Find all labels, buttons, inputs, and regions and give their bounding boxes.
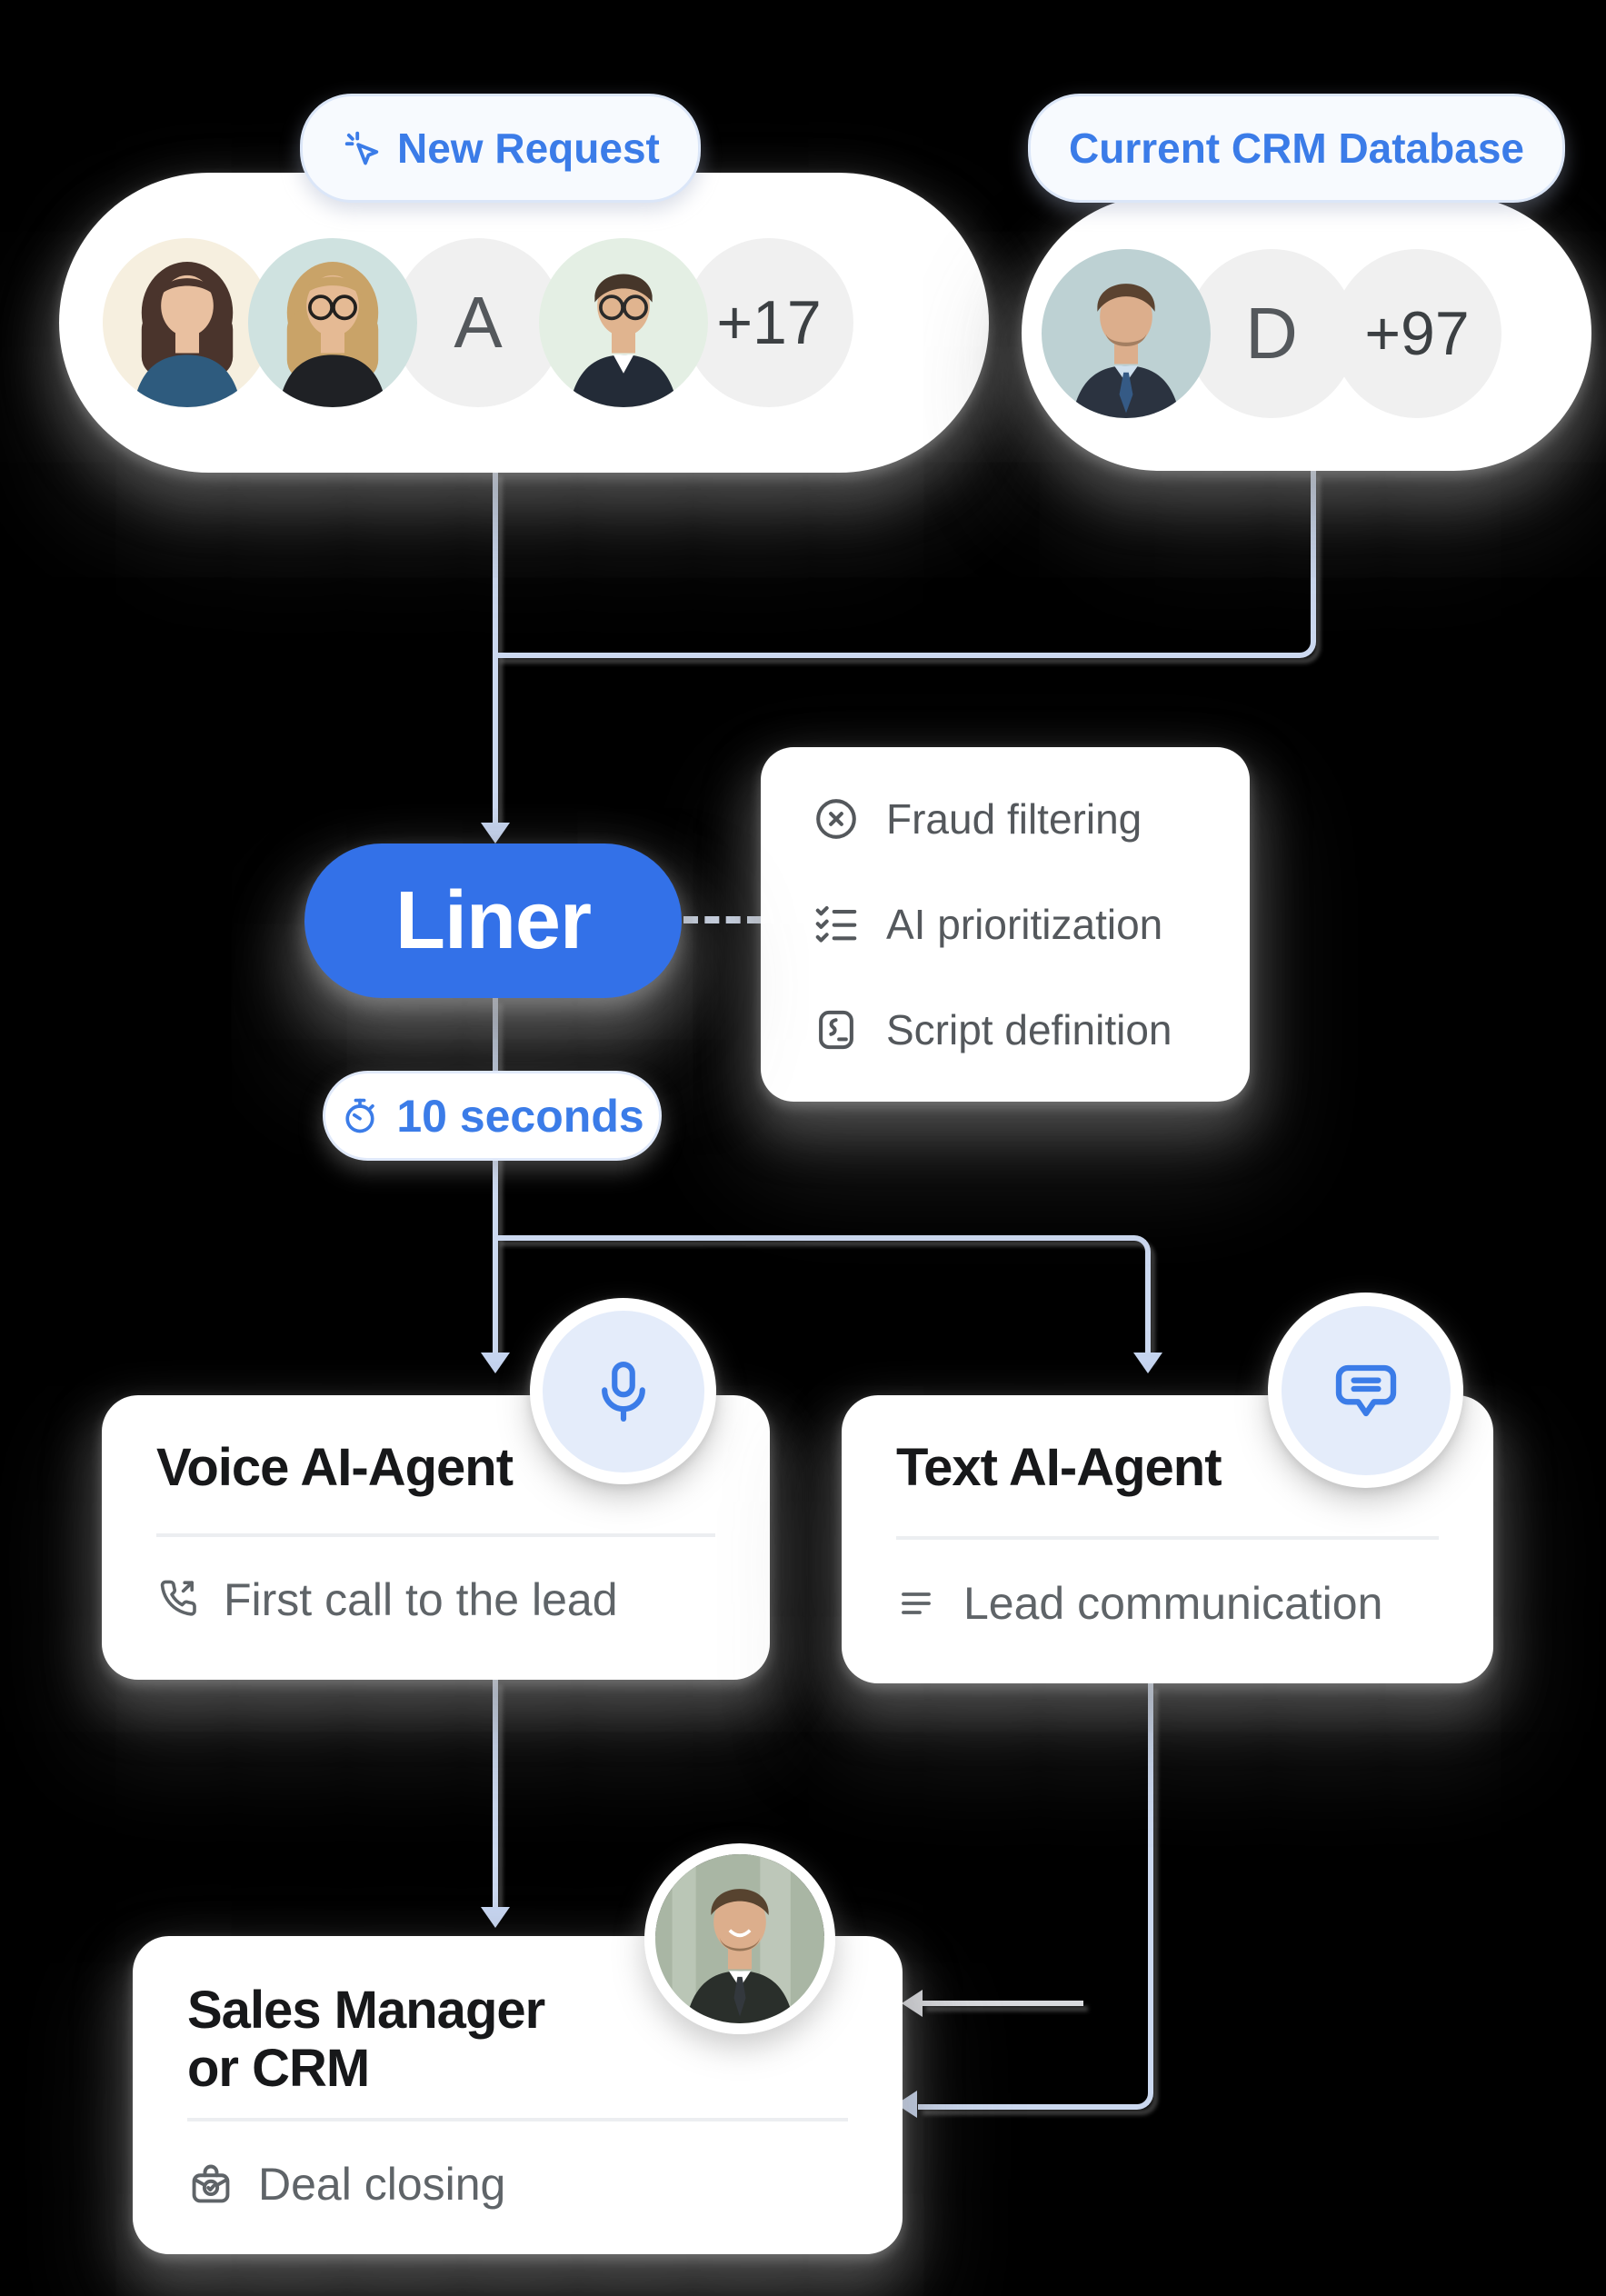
avatar-photo-man-glasses (539, 238, 708, 407)
voice-card-divider (156, 1533, 715, 1537)
arrowhead-into-sales-top (481, 1907, 510, 1928)
plus17-text: +17 (716, 288, 822, 357)
connector-split-to-text (495, 1235, 1151, 1359)
text-lines-icon (902, 1592, 931, 1614)
liner-label: Liner (394, 874, 592, 966)
new-request-label: New Request (397, 125, 660, 172)
connector-into-sales-right-upper (922, 2001, 1083, 2006)
sales-row-label: Deal closing (258, 2159, 506, 2210)
letter-a-text: A (454, 282, 503, 363)
phone-outgoing-icon (160, 1580, 196, 1616)
avatar-photo-man-suit (1042, 248, 1211, 418)
new-request-group: A +17 (59, 173, 989, 473)
voice-agent-title: Voice AI-Agent (156, 1438, 514, 1497)
avatar-photo-woman-blonde-glasses (248, 238, 417, 407)
sales-title: Sales Manager or CRM (187, 1981, 545, 2098)
feature-label: AI prioritization (886, 901, 1163, 948)
text-agent-icon-circle (1268, 1293, 1463, 1488)
checklist-icon (815, 905, 857, 943)
new-request-badge[interactable]: New Request (300, 94, 701, 203)
sales-title-line2: or CRM (187, 2039, 370, 2098)
avatar-photo-woman-brunette (103, 238, 272, 407)
connector-crm-to-liner (495, 471, 1316, 658)
avatar-count-plus17: +17 (684, 238, 853, 407)
liner-button[interactable]: Liner (304, 844, 682, 998)
crm-database-group: D +97 (1022, 195, 1591, 471)
arrowhead-into-voice (481, 1353, 510, 1373)
connector-liner-to-voice (493, 998, 498, 1354)
cursor-click-icon (344, 131, 379, 165)
script-icon (819, 1010, 853, 1050)
voice-agent-icon-circle (530, 1298, 716, 1484)
timer-badge: 10 seconds (323, 1071, 662, 1161)
text-agent-row-label: Lead communication (963, 1578, 1383, 1629)
plus97-text: +97 (1364, 298, 1470, 368)
voice-agent-row: First call to the lead (156, 1573, 618, 1626)
arrowhead-into-liner (481, 823, 510, 844)
connector-voice-to-sales (493, 1680, 498, 1909)
feature-row-fraud-filtering: Fraud filtering (812, 794, 1250, 844)
sales-title-line1: Sales Manager (187, 1981, 545, 2040)
dotted-connector-liner-features (683, 916, 762, 923)
timer-label: 10 seconds (396, 1090, 644, 1142)
feature-label: Script definition (886, 1006, 1172, 1053)
text-card-divider (896, 1536, 1439, 1540)
avatar-letter-d: D (1187, 248, 1356, 418)
letter-d-text: D (1245, 292, 1298, 374)
avatar-count-plus97: +97 (1332, 248, 1501, 418)
crm-database-badge[interactable]: Current CRM Database (1028, 94, 1565, 203)
arrowhead-into-text (1133, 1353, 1162, 1373)
crm-database-label: Current CRM Database (1069, 125, 1524, 172)
feature-label: Fraud filtering (886, 795, 1142, 843)
sales-row: Deal closing (187, 2158, 505, 2211)
microphone-icon (601, 1361, 645, 1422)
liner-features-card: Fraud filtering AI prioritization Script… (761, 747, 1250, 1102)
circle-x-icon (816, 799, 856, 839)
avatar-letter-a: A (394, 238, 563, 407)
text-agent-title: Text AI-Agent (896, 1438, 1222, 1497)
feature-row-ai-prioritization: AI prioritization (812, 900, 1250, 949)
briefcase-check-icon (192, 2164, 230, 2203)
feature-row-script-definition: Script definition (812, 1005, 1250, 1054)
avatar-photo-sales-manager (644, 1843, 835, 2034)
sales-card-divider (187, 2118, 848, 2121)
voice-agent-row-label: First call to the lead (224, 1574, 618, 1625)
text-agent-row: Lead communication (896, 1577, 1382, 1630)
stopwatch-icon (345, 1098, 375, 1133)
connector-text-to-sales (918, 1683, 1153, 2110)
arrowhead-into-sales-right-upper (902, 1990, 923, 2017)
chat-bubble-icon (1335, 1364, 1396, 1416)
